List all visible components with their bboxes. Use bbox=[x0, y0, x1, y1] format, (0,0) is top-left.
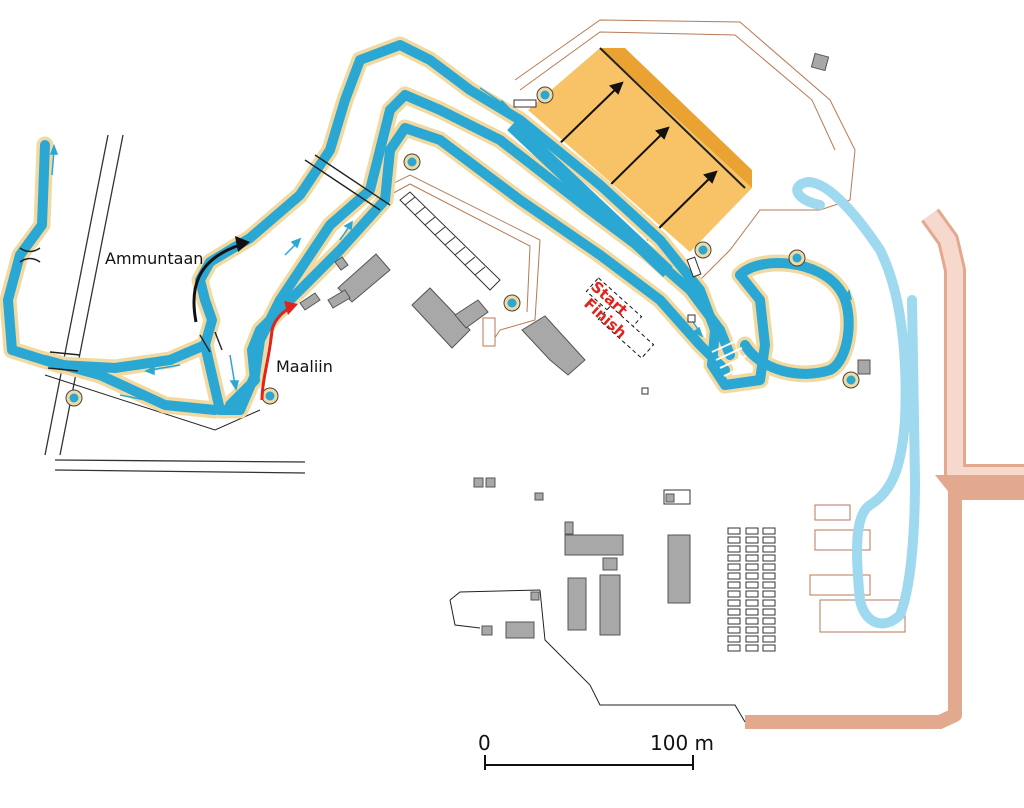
parking-stall bbox=[762, 554, 776, 562]
parking-stall bbox=[727, 536, 741, 544]
road-east bbox=[745, 208, 1024, 729]
parking-stall bbox=[727, 626, 741, 634]
parking-stall bbox=[727, 590, 741, 598]
maaliin-label: Maaliin bbox=[276, 357, 333, 376]
parking-stall bbox=[762, 545, 776, 553]
parking-stall bbox=[762, 635, 776, 643]
control-circles bbox=[65, 86, 860, 407]
parking-stall bbox=[762, 572, 776, 580]
ammuntaan-arrow bbox=[192, 236, 250, 323]
roads-west bbox=[44, 134, 306, 474]
buildings bbox=[299, 52, 871, 639]
parking-stall bbox=[745, 581, 759, 589]
scale-100m-label: 100 m bbox=[650, 731, 714, 755]
parking-stall bbox=[762, 527, 776, 535]
parking-stall bbox=[727, 554, 741, 562]
scale-bar: 0 100 m bbox=[478, 731, 714, 770]
parking-stall bbox=[745, 590, 759, 598]
parking-stall bbox=[762, 608, 776, 616]
parking-stall bbox=[762, 581, 776, 589]
parking-stall bbox=[745, 572, 759, 580]
fences bbox=[44, 374, 746, 723]
parking-stall bbox=[727, 545, 741, 553]
light-trail-east bbox=[792, 177, 920, 629]
scale-zero-label: 0 bbox=[478, 731, 491, 755]
direction-arrows bbox=[49, 87, 852, 411]
parking-stall bbox=[745, 536, 759, 544]
grandstand bbox=[399, 191, 501, 291]
bridges bbox=[19, 154, 391, 372]
parking-stall bbox=[727, 608, 741, 616]
parking-stall bbox=[727, 644, 741, 652]
parking-stall bbox=[727, 581, 741, 589]
parking-stall bbox=[762, 644, 776, 652]
stadium bbox=[528, 47, 752, 252]
parking-stall bbox=[745, 617, 759, 625]
parking-stall bbox=[745, 554, 759, 562]
ammuntaan-label: Ammuntaan bbox=[105, 249, 203, 268]
parking-stall bbox=[745, 527, 759, 535]
parking-stall bbox=[762, 536, 776, 544]
parking-stall bbox=[762, 617, 776, 625]
parking-stall bbox=[762, 563, 776, 571]
parking-stall bbox=[745, 626, 759, 634]
area-outlines bbox=[379, 19, 906, 633]
parking-stall bbox=[745, 644, 759, 652]
parking-stall bbox=[727, 635, 741, 643]
ski-trails bbox=[0, 36, 858, 419]
parking-stall bbox=[745, 563, 759, 571]
parking-stall bbox=[762, 590, 776, 598]
parking-stall bbox=[727, 572, 741, 580]
parking-stall bbox=[745, 635, 759, 643]
parking-stall bbox=[762, 599, 776, 607]
parking-stall bbox=[745, 608, 759, 616]
parking-stall bbox=[745, 599, 759, 607]
maaliin-arrow bbox=[260, 301, 298, 401]
parking-stall bbox=[762, 626, 776, 634]
parking-stall bbox=[727, 599, 741, 607]
start-finish-boxes bbox=[585, 277, 655, 359]
parking-stall bbox=[727, 617, 741, 625]
parking-stall bbox=[727, 527, 741, 535]
parking-stall bbox=[745, 545, 759, 553]
parking-stall bbox=[727, 563, 741, 571]
parking-stalls bbox=[727, 527, 776, 652]
